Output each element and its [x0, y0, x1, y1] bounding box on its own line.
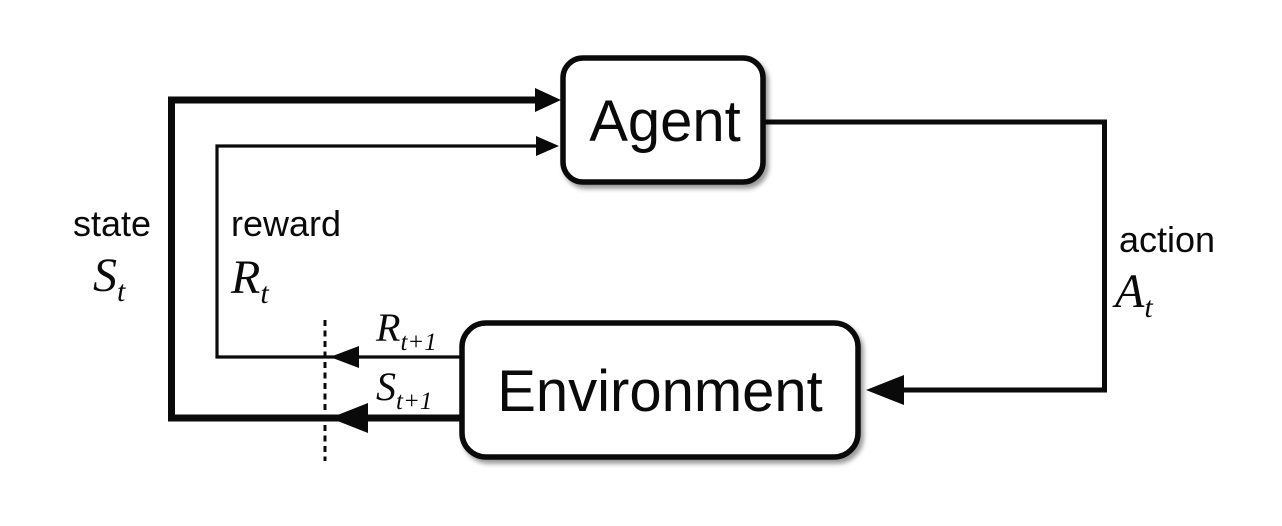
next-state-arrowhead-at-boundary — [330, 403, 368, 433]
action-edge-line — [764, 119, 1107, 393]
agent-node-label: Agent — [589, 89, 741, 154]
next-reward-symbol: R — [375, 305, 400, 350]
action-arrowhead-into-environment — [866, 375, 904, 405]
action-symbol-subscript: t — [1144, 291, 1153, 324]
next-state-symbol: S — [376, 364, 396, 409]
reward-arrowhead-into-agent — [536, 136, 559, 156]
state-arrowhead-into-agent — [535, 88, 561, 112]
next-reward-arrowhead-at-boundary — [330, 346, 359, 368]
reward-symbol-label: Rt — [230, 251, 269, 310]
reward-symbol-subscript: t — [260, 277, 269, 310]
environment-node-label: Environment — [497, 359, 823, 424]
next-reward-symbol-label: Rt+1 — [375, 305, 437, 356]
next-reward-subscript: t+1 — [400, 329, 436, 356]
next-state-subscript: t+1 — [396, 388, 432, 415]
state-edge-line — [168, 96, 536, 422]
action-word-label: action — [1119, 219, 1215, 260]
state-symbol-label: St — [93, 249, 126, 308]
state-symbol: S — [93, 249, 117, 302]
environment-node-box — [459, 320, 861, 460]
state-symbol-subscript: t — [117, 275, 126, 308]
reward-word-label: reward — [231, 203, 341, 244]
next-state-symbol-label: St+1 — [376, 364, 432, 415]
state-word-label: state — [73, 203, 151, 244]
reward-symbol: R — [230, 251, 260, 304]
action-symbol-label: At — [1112, 265, 1153, 324]
action-symbol: A — [1112, 265, 1145, 318]
agent-node-box — [560, 55, 766, 185]
